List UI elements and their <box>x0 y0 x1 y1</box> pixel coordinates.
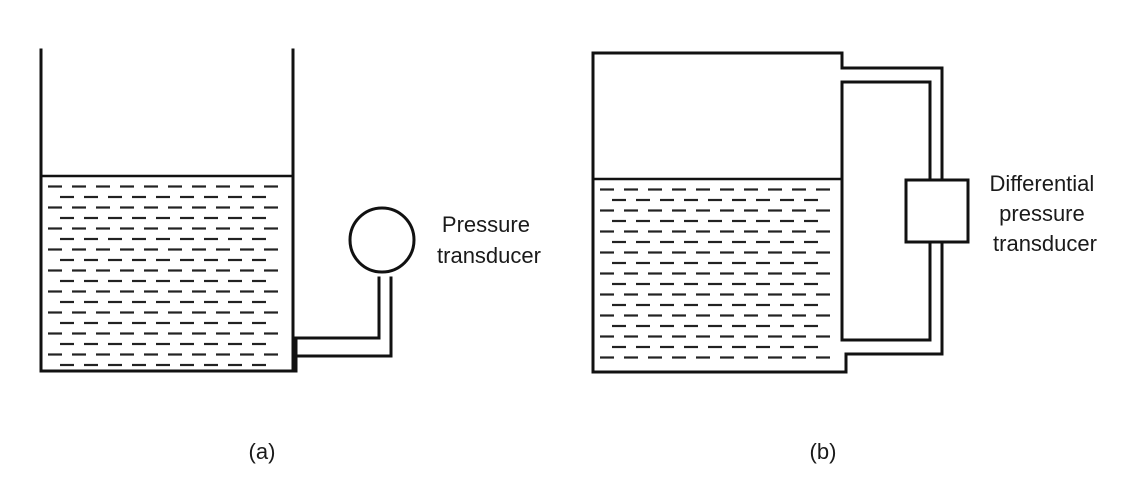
differential-transducer-label: Differential pressure transducer <box>990 171 1101 256</box>
pressure-transducer-label-line-1: Pressure <box>442 212 530 237</box>
panel-a: Pressure transducer (a) <box>39 48 541 464</box>
closed-tank-left-bottom <box>591 51 944 374</box>
differential-transducer-label-line-2: pressure <box>999 201 1085 226</box>
pressure-transducer-label-line-2: transducer <box>437 243 541 268</box>
caption-a: (a) <box>249 439 276 464</box>
pipe-inner <box>291 276 393 373</box>
caption-b: (b) <box>810 439 837 464</box>
pressure-transducer <box>348 206 416 274</box>
closed-tank <box>591 51 944 182</box>
differential-transducer-label-line-3: transducer <box>993 231 1097 256</box>
closed-tank-body <box>840 80 932 182</box>
closed-tank-right-wall <box>840 80 932 342</box>
pipe-outer <box>291 276 381 362</box>
liquid-b <box>594 177 841 359</box>
open-tank <box>39 48 295 373</box>
differential-transducer-label-line-1: Differential <box>990 171 1095 196</box>
liquid-a <box>42 174 292 367</box>
panel-b: Differential pressure transducer (b) <box>591 51 1101 464</box>
differential-pressure-transducer <box>904 178 970 244</box>
pressure-transducer-label: Pressure transducer <box>437 212 541 268</box>
